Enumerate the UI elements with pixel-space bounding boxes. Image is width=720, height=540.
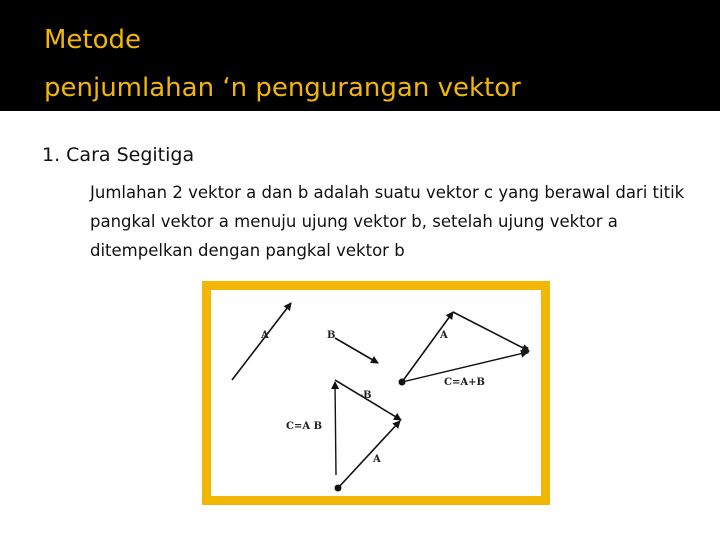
- vector-b-line: [334, 337, 379, 364]
- diff-origin-dot: [334, 484, 342, 492]
- vector-figure-frame: A B A B C=A+B -B C=A B A: [202, 281, 550, 505]
- sum-vector-c-line: [401, 349, 529, 383]
- label-a-diff: A: [372, 454, 381, 465]
- sum-vector-a-line: [401, 311, 454, 383]
- section-heading: 1. Cara Segitiga: [42, 144, 195, 166]
- vector-a-line: [231, 302, 292, 381]
- sum-origin-dot: [398, 378, 406, 386]
- diff-vector-neg-b-line: [334, 379, 402, 421]
- label-b-sum: B: [521, 346, 529, 357]
- slide-title-line-1: Metode: [44, 25, 142, 55]
- label-neg-b: -B: [359, 390, 372, 401]
- title-bar: Metode penjumlahan ‘n pengurangan vektor: [0, 0, 720, 111]
- sum-vector-b-line: [452, 311, 530, 352]
- label-b-single: B: [327, 330, 335, 341]
- slide-title-line-2: penjumlahan ‘n pengurangan vektor: [44, 73, 521, 103]
- label-a-sum: A: [439, 330, 448, 341]
- label-a-single: A: [260, 330, 269, 341]
- label-c-sum: C=A+B: [444, 377, 485, 388]
- label-c-diff: C=A B: [286, 421, 322, 432]
- diff-vector-c-line: [331, 381, 340, 476]
- body-paragraph: Jumlahan 2 vektor a dan b adalah suatu v…: [90, 183, 685, 260]
- vector-diagram: A B A B C=A+B -B C=A B A: [231, 302, 530, 492]
- diff-vector-a-line: [337, 420, 401, 489]
